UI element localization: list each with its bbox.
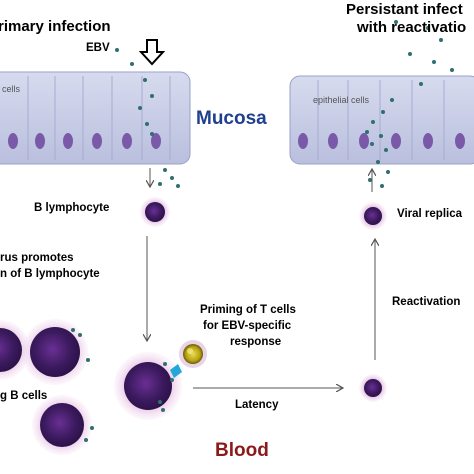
- epithelial-cells-label: epithelial cells: [313, 95, 370, 105]
- nucleus: [423, 133, 433, 149]
- right-mucosa-layer: [289, 75, 474, 165]
- ebv-label: EBV: [86, 42, 110, 54]
- nucleus: [35, 133, 45, 149]
- nucleus: [122, 133, 132, 149]
- nucleus: [328, 133, 338, 149]
- nucleus: [359, 133, 369, 149]
- reactivation-label: Reactivation: [392, 296, 461, 308]
- flow-arrows: [147, 168, 375, 388]
- mucosa-label: Mucosa: [196, 108, 267, 129]
- nucleus: [8, 133, 18, 149]
- nucleus: [391, 133, 401, 149]
- replicating-b-cell: [359, 202, 387, 230]
- blood-label: Blood: [215, 440, 269, 461]
- nucleus: [151, 133, 161, 149]
- contact-marker-icon: [170, 364, 182, 378]
- nucleus: [455, 133, 465, 149]
- left-cells-label: cells: [2, 84, 21, 94]
- persistent-infection-title-line1: Persistant infect: [346, 1, 463, 18]
- latent-b-cell: [359, 374, 387, 402]
- primary-infection-title: rimary infection: [0, 18, 111, 35]
- persistent-infection-title-line2: with reactivatio: [357, 19, 467, 36]
- nucleus: [63, 133, 73, 149]
- virus-promotes-line1: rus promotes: [0, 252, 74, 264]
- priming-line1: Priming of T cells: [200, 304, 296, 316]
- dividing-b-cells-label: g B cells: [0, 390, 48, 402]
- priming-line3: response: [230, 336, 282, 348]
- b-lymphocyte-cell: [140, 197, 170, 227]
- b-lymphocyte-label: B lymphocyte: [34, 202, 110, 214]
- down-arrow-icon: [138, 39, 166, 66]
- priming-line2: for EBV-specific: [203, 320, 292, 332]
- viral-replication-label: Viral replica: [397, 208, 462, 220]
- nucleus: [298, 133, 308, 149]
- left-mucosa-layer: [0, 71, 191, 165]
- ebv-virions: [115, 20, 454, 188]
- nucleus: [92, 133, 102, 149]
- virus-promotes-line2: n of B lymphocyte: [0, 268, 100, 280]
- latency-label: Latency: [235, 399, 279, 411]
- t-cell: [179, 340, 207, 368]
- dividing-b-cells: [0, 319, 182, 455]
